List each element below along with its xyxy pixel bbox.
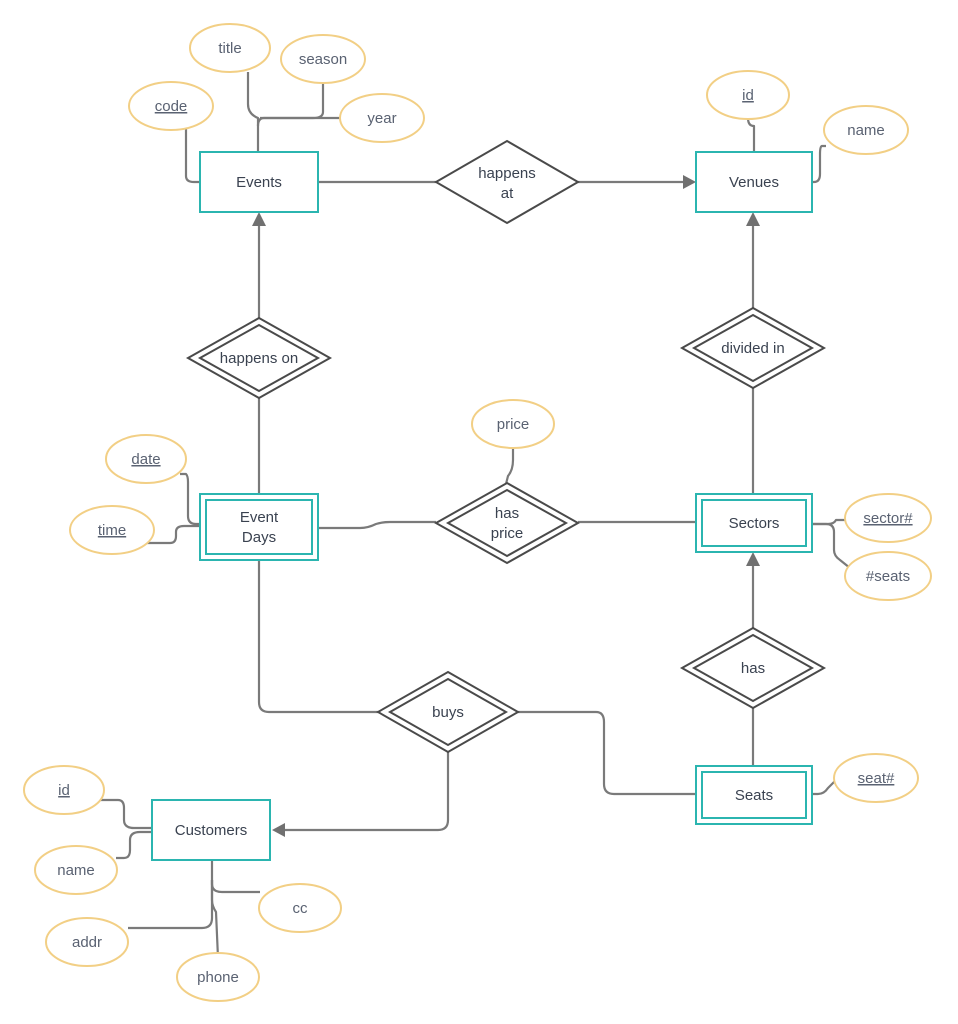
entity-label: Customers xyxy=(175,822,248,839)
attribute-sectors-seatscount: #seats xyxy=(844,551,932,601)
relationships: happens at happens on divided in has pri… xyxy=(185,139,827,754)
connector-venues-id xyxy=(746,117,756,152)
entity-venues: Venues xyxy=(695,151,813,213)
attribute-events-season: season xyxy=(280,34,366,84)
attribute-hasprice-price: price xyxy=(471,399,555,449)
connector-eventdays-date xyxy=(180,472,200,526)
attribute-eventdays-date: date xyxy=(105,434,187,484)
relationship-happens-on: happens on xyxy=(185,316,333,400)
attribute-customers-id: id xyxy=(23,765,105,815)
entity-seats: Seats xyxy=(695,765,813,825)
connector-eventdays-time xyxy=(146,524,200,545)
attribute-key-label: id xyxy=(58,782,70,799)
attribute-label: #seats xyxy=(866,568,910,585)
relationship-label: divided in xyxy=(721,340,784,357)
attribute-key-label: time xyxy=(98,522,126,539)
entities: Events Venues Event Days Sectors Seats C… xyxy=(151,151,813,861)
entity-label-line-2: Days xyxy=(242,529,276,546)
entity-customers: Customers xyxy=(151,799,271,861)
connector-customers-cc xyxy=(210,860,260,894)
relationship-label-line-2: price xyxy=(491,525,524,542)
attribute-key-label: sector# xyxy=(863,510,913,527)
relationship-label-line-2: at xyxy=(501,185,514,202)
attributes: title season code year id name price da xyxy=(23,23,932,1002)
connector-sectors-seatscount xyxy=(812,522,851,569)
attribute-customers-phone: phone xyxy=(176,952,260,1002)
relationship-label: buys xyxy=(432,704,464,721)
entity-label-line-1: Event xyxy=(240,509,279,526)
connector-customers-name xyxy=(116,830,152,860)
connector-customers-phone xyxy=(210,880,220,959)
attribute-events-code: code xyxy=(128,81,214,131)
attribute-label: name xyxy=(57,862,95,879)
attribute-key-label: seat# xyxy=(858,770,895,787)
connector-events-code xyxy=(184,128,200,184)
attribute-events-year: year xyxy=(339,93,425,143)
connector-customers-id xyxy=(100,798,152,830)
relationship-label: has xyxy=(741,660,765,677)
attribute-label: cc xyxy=(293,900,309,917)
connector-buys-seats xyxy=(518,710,696,796)
attribute-key-label: date xyxy=(131,451,160,468)
attribute-label: name xyxy=(847,122,885,139)
attribute-key-label: id xyxy=(742,87,754,104)
connector-events-title xyxy=(246,72,260,152)
arrowhead-customers xyxy=(272,823,285,837)
relationship-label-line-1: happens xyxy=(478,165,536,182)
arrowhead-sectors xyxy=(746,552,760,566)
arrowhead-venues-up xyxy=(746,212,760,226)
attribute-venues-id: id xyxy=(706,70,790,120)
entity-label: Sectors xyxy=(729,515,780,532)
relationship-has: has xyxy=(679,626,827,710)
relationship-buys: buys xyxy=(375,670,521,754)
attribute-customers-addr: addr xyxy=(45,917,129,967)
arrowhead-venues xyxy=(683,175,696,189)
attribute-label: phone xyxy=(197,969,239,986)
relationship-has-price: has price xyxy=(433,481,581,565)
connectors xyxy=(100,72,851,959)
relationship-happens-at: happens at xyxy=(434,139,580,225)
connector-venues-name xyxy=(812,144,826,184)
connector-customers-addr xyxy=(128,880,214,930)
attribute-label: year xyxy=(367,110,396,127)
entity-sectors: Sectors xyxy=(695,493,813,553)
connector-eventdays-buys xyxy=(257,560,378,714)
attribute-label: title xyxy=(218,40,241,57)
attribute-key-label: code xyxy=(155,98,188,115)
attribute-seats-seatno: seat# xyxy=(833,753,919,803)
connector-seats-seatno xyxy=(812,779,837,796)
connector-eventdays-hasprice xyxy=(318,520,436,530)
attribute-label: price xyxy=(497,416,530,433)
entity-event-days: Event Days xyxy=(199,493,319,561)
relationship-divided-in: divided in xyxy=(679,306,827,390)
attribute-eventdays-time: time xyxy=(69,505,155,555)
attribute-customers-cc: cc xyxy=(258,883,342,933)
entity-label: Seats xyxy=(735,787,773,804)
connector-hasprice-price xyxy=(504,446,515,485)
arrowhead-events xyxy=(252,212,266,226)
attribute-customers-name: name xyxy=(34,845,118,895)
attribute-events-title: title xyxy=(189,23,271,73)
attribute-label: addr xyxy=(72,934,102,951)
relationship-label: happens on xyxy=(220,350,298,367)
entity-label: Events xyxy=(236,174,282,191)
entity-events: Events xyxy=(199,151,319,213)
attribute-venues-name: name xyxy=(823,105,909,155)
connector-buys-customers xyxy=(284,752,450,832)
relationship-label-line-1: has xyxy=(495,505,519,522)
attribute-label: season xyxy=(299,51,347,68)
entity-label: Venues xyxy=(729,174,779,191)
attribute-sectors-sectorno: sector# xyxy=(844,493,932,543)
